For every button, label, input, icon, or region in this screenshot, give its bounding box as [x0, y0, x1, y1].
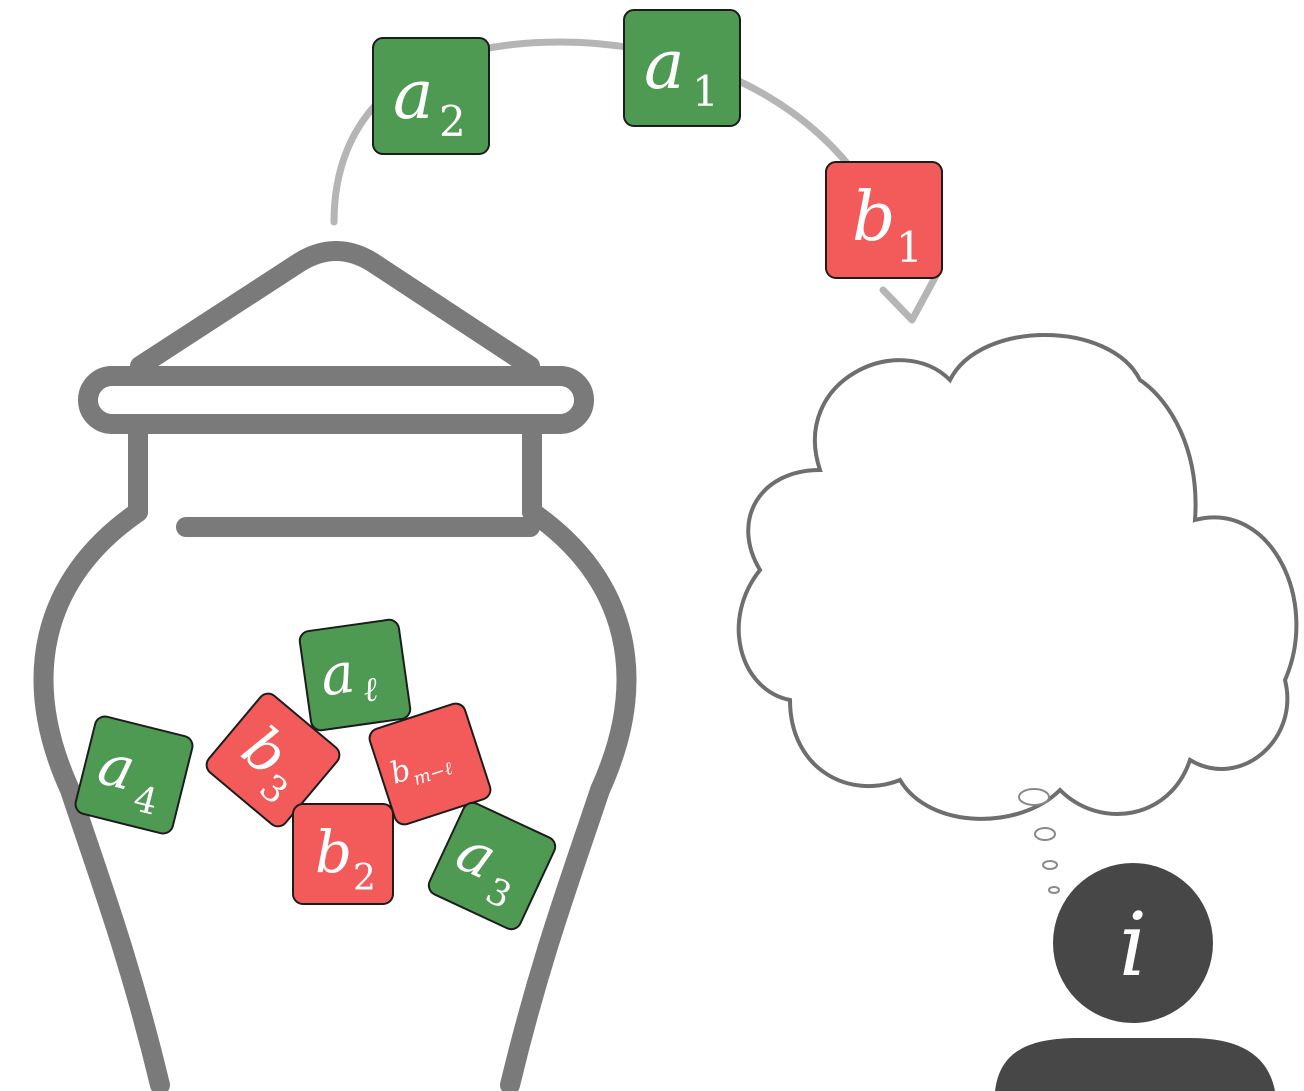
jar-tile-a3: a 3 — [427, 801, 557, 931]
jar-tile-bml: b m−ℓ — [368, 702, 492, 826]
svg-text:ℓ: ℓ — [361, 669, 381, 711]
jar-tile-al: a ℓ — [298, 618, 412, 732]
jar-lid — [130, 241, 540, 376]
svg-text:1: 1 — [896, 223, 923, 272]
person-body — [995, 1038, 1275, 1091]
jar-tile-b3: b 3 — [205, 692, 341, 828]
drawn-tile-b1: b 1 — [825, 161, 943, 279]
svg-text:a: a — [644, 26, 685, 105]
jar-rim — [78, 366, 594, 434]
jar-tile-a4: a 4 — [74, 715, 194, 835]
jar — [33, 241, 637, 1091]
person-label: i — [1119, 893, 1147, 996]
jar-tile-b2: b 2 — [292, 803, 394, 905]
svg-text:a: a — [393, 56, 434, 135]
person-icon: i — [995, 863, 1275, 1091]
svg-text:b: b — [852, 178, 896, 257]
drawn-tile-a1: a 1 — [623, 9, 741, 127]
arrowhead-icon — [879, 268, 942, 324]
person-head — [1053, 863, 1213, 1023]
svg-text:b: b — [315, 818, 352, 886]
thought-cloud — [736, 333, 1299, 894]
drawn-tile-a2: a 2 — [372, 37, 490, 155]
svg-text:2: 2 — [439, 97, 466, 146]
jar-body — [33, 502, 170, 1091]
svg-text:2: 2 — [353, 858, 376, 899]
svg-text:1: 1 — [692, 67, 719, 116]
draw-arc-arrow — [330, 38, 942, 324]
